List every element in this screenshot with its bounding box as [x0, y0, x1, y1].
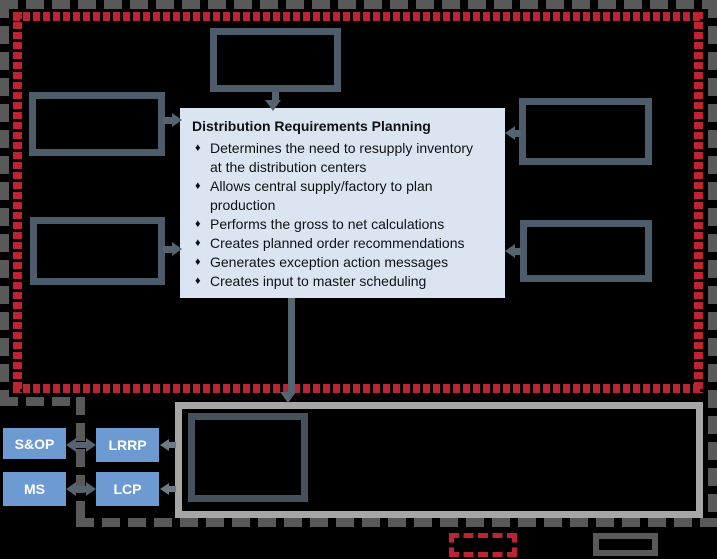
arrow-sop-lrrp-right-head: [86, 438, 96, 452]
left-lower-box: [30, 217, 165, 285]
lcp-module: LCP: [96, 472, 159, 506]
drp-bullet-text: Determines the need to resupply inventor…: [210, 140, 474, 175]
arrow-right-upper-to-drp-shaft: [513, 130, 521, 137]
arrow-drp-to-bottom-shaft: [288, 298, 295, 394]
arrow-left-lower-to-drp-head: [172, 242, 182, 256]
drp-bullet-item: ♦ Allows central supply/factory to plan …: [192, 177, 487, 215]
arrow-panel-to-lcp-shaft: [167, 486, 176, 492]
drp-bullet-item: ♦ Creates input to master scheduling: [192, 272, 487, 291]
drp-bullet-text: Allows central supply/factory to plan pr…: [210, 178, 433, 213]
diamond-bullet-icon: ♦: [195, 256, 201, 268]
diamond-bullet-icon: ♦: [195, 180, 201, 192]
legend-red-dashed-swatch: [449, 533, 517, 557]
ms-module: MS: [3, 472, 66, 506]
red-dashed-border-right: [694, 12, 703, 393]
outer-dashed-border-right: [708, 0, 717, 527]
cutout-dashed-border-top: [0, 397, 84, 406]
arrow-left-lower-to-drp-shaft: [163, 246, 175, 253]
cutout-dashed-border-vertical: [76, 397, 85, 527]
diamond-bullet-icon: ♦: [195, 142, 201, 154]
drp-bullet-item: ♦ Creates planned order recommendations: [192, 234, 487, 253]
drp-bullet-text: Creates planned order recommendations: [210, 235, 465, 251]
outer-dashed-border-left: [0, 0, 9, 398]
drp-panel: Distribution Requirements Planning ♦ Det…: [180, 108, 505, 298]
right-lower-box: [520, 220, 652, 282]
arrow-drp-to-bottom-head: [280, 392, 296, 403]
red-dashed-border-bottom: [13, 384, 703, 393]
top-source-box: [210, 28, 341, 92]
arrow-panel-to-lrrp-shaft: [167, 442, 176, 448]
legend-gray-swatch: [593, 533, 658, 556]
arrow-sop-lrrp-left-head: [66, 438, 76, 452]
right-upper-box: [519, 98, 652, 165]
bottom-dashed-border: [76, 518, 717, 527]
arrow-top-to-drp-head: [265, 100, 281, 111]
arrow-left-upper-to-drp-shaft: [163, 117, 175, 124]
drp-bullet-list: ♦ Determines the need to resupply invent…: [192, 139, 487, 291]
drp-bullet-item: ♦ Performs the gross to net calculations: [192, 215, 487, 234]
drp-bullet-text: Generates exception action messages: [210, 254, 449, 270]
drp-bullet-text: Performs the gross to net calculations: [210, 216, 445, 232]
drp-panel-title: Distribution Requirements Planning: [192, 118, 431, 134]
bottom-inner-box: [188, 413, 308, 502]
diamond-bullet-icon: ♦: [195, 218, 201, 230]
drp-bullet-text: Creates input to master scheduling: [210, 273, 427, 289]
arrow-sop-lrrp-shaft: [74, 442, 88, 448]
lrrp-module: LRRP: [96, 428, 159, 462]
arrow-ms-lcp-shaft: [74, 486, 88, 492]
arrow-right-lower-to-drp-shaft: [513, 248, 521, 255]
arrow-top-to-drp-shaft: [272, 92, 279, 102]
arrow-ms-lcp-right-head: [86, 482, 96, 496]
arrow-ms-lcp-left-head: [66, 482, 76, 496]
outer-dashed-border-top: [0, 0, 717, 9]
diamond-bullet-icon: ♦: [195, 275, 201, 287]
sop-module: S&OP: [3, 428, 66, 459]
arrow-panel-to-lrrp-head: [160, 439, 169, 451]
drp-bullet-item: ♦ Generates exception action messages: [192, 253, 487, 272]
left-upper-box: [29, 92, 165, 156]
red-dashed-border-top: [13, 12, 703, 21]
arrow-right-lower-to-drp-head: [505, 244, 515, 258]
diamond-bullet-icon: ♦: [195, 237, 201, 249]
arrow-left-upper-to-drp-head: [172, 113, 182, 127]
arrow-right-upper-to-drp-head: [505, 126, 515, 140]
red-dashed-border-left: [13, 12, 22, 393]
arrow-panel-to-lcp-head: [160, 483, 169, 495]
drp-bullet-item: ♦ Determines the need to resupply invent…: [192, 139, 487, 177]
